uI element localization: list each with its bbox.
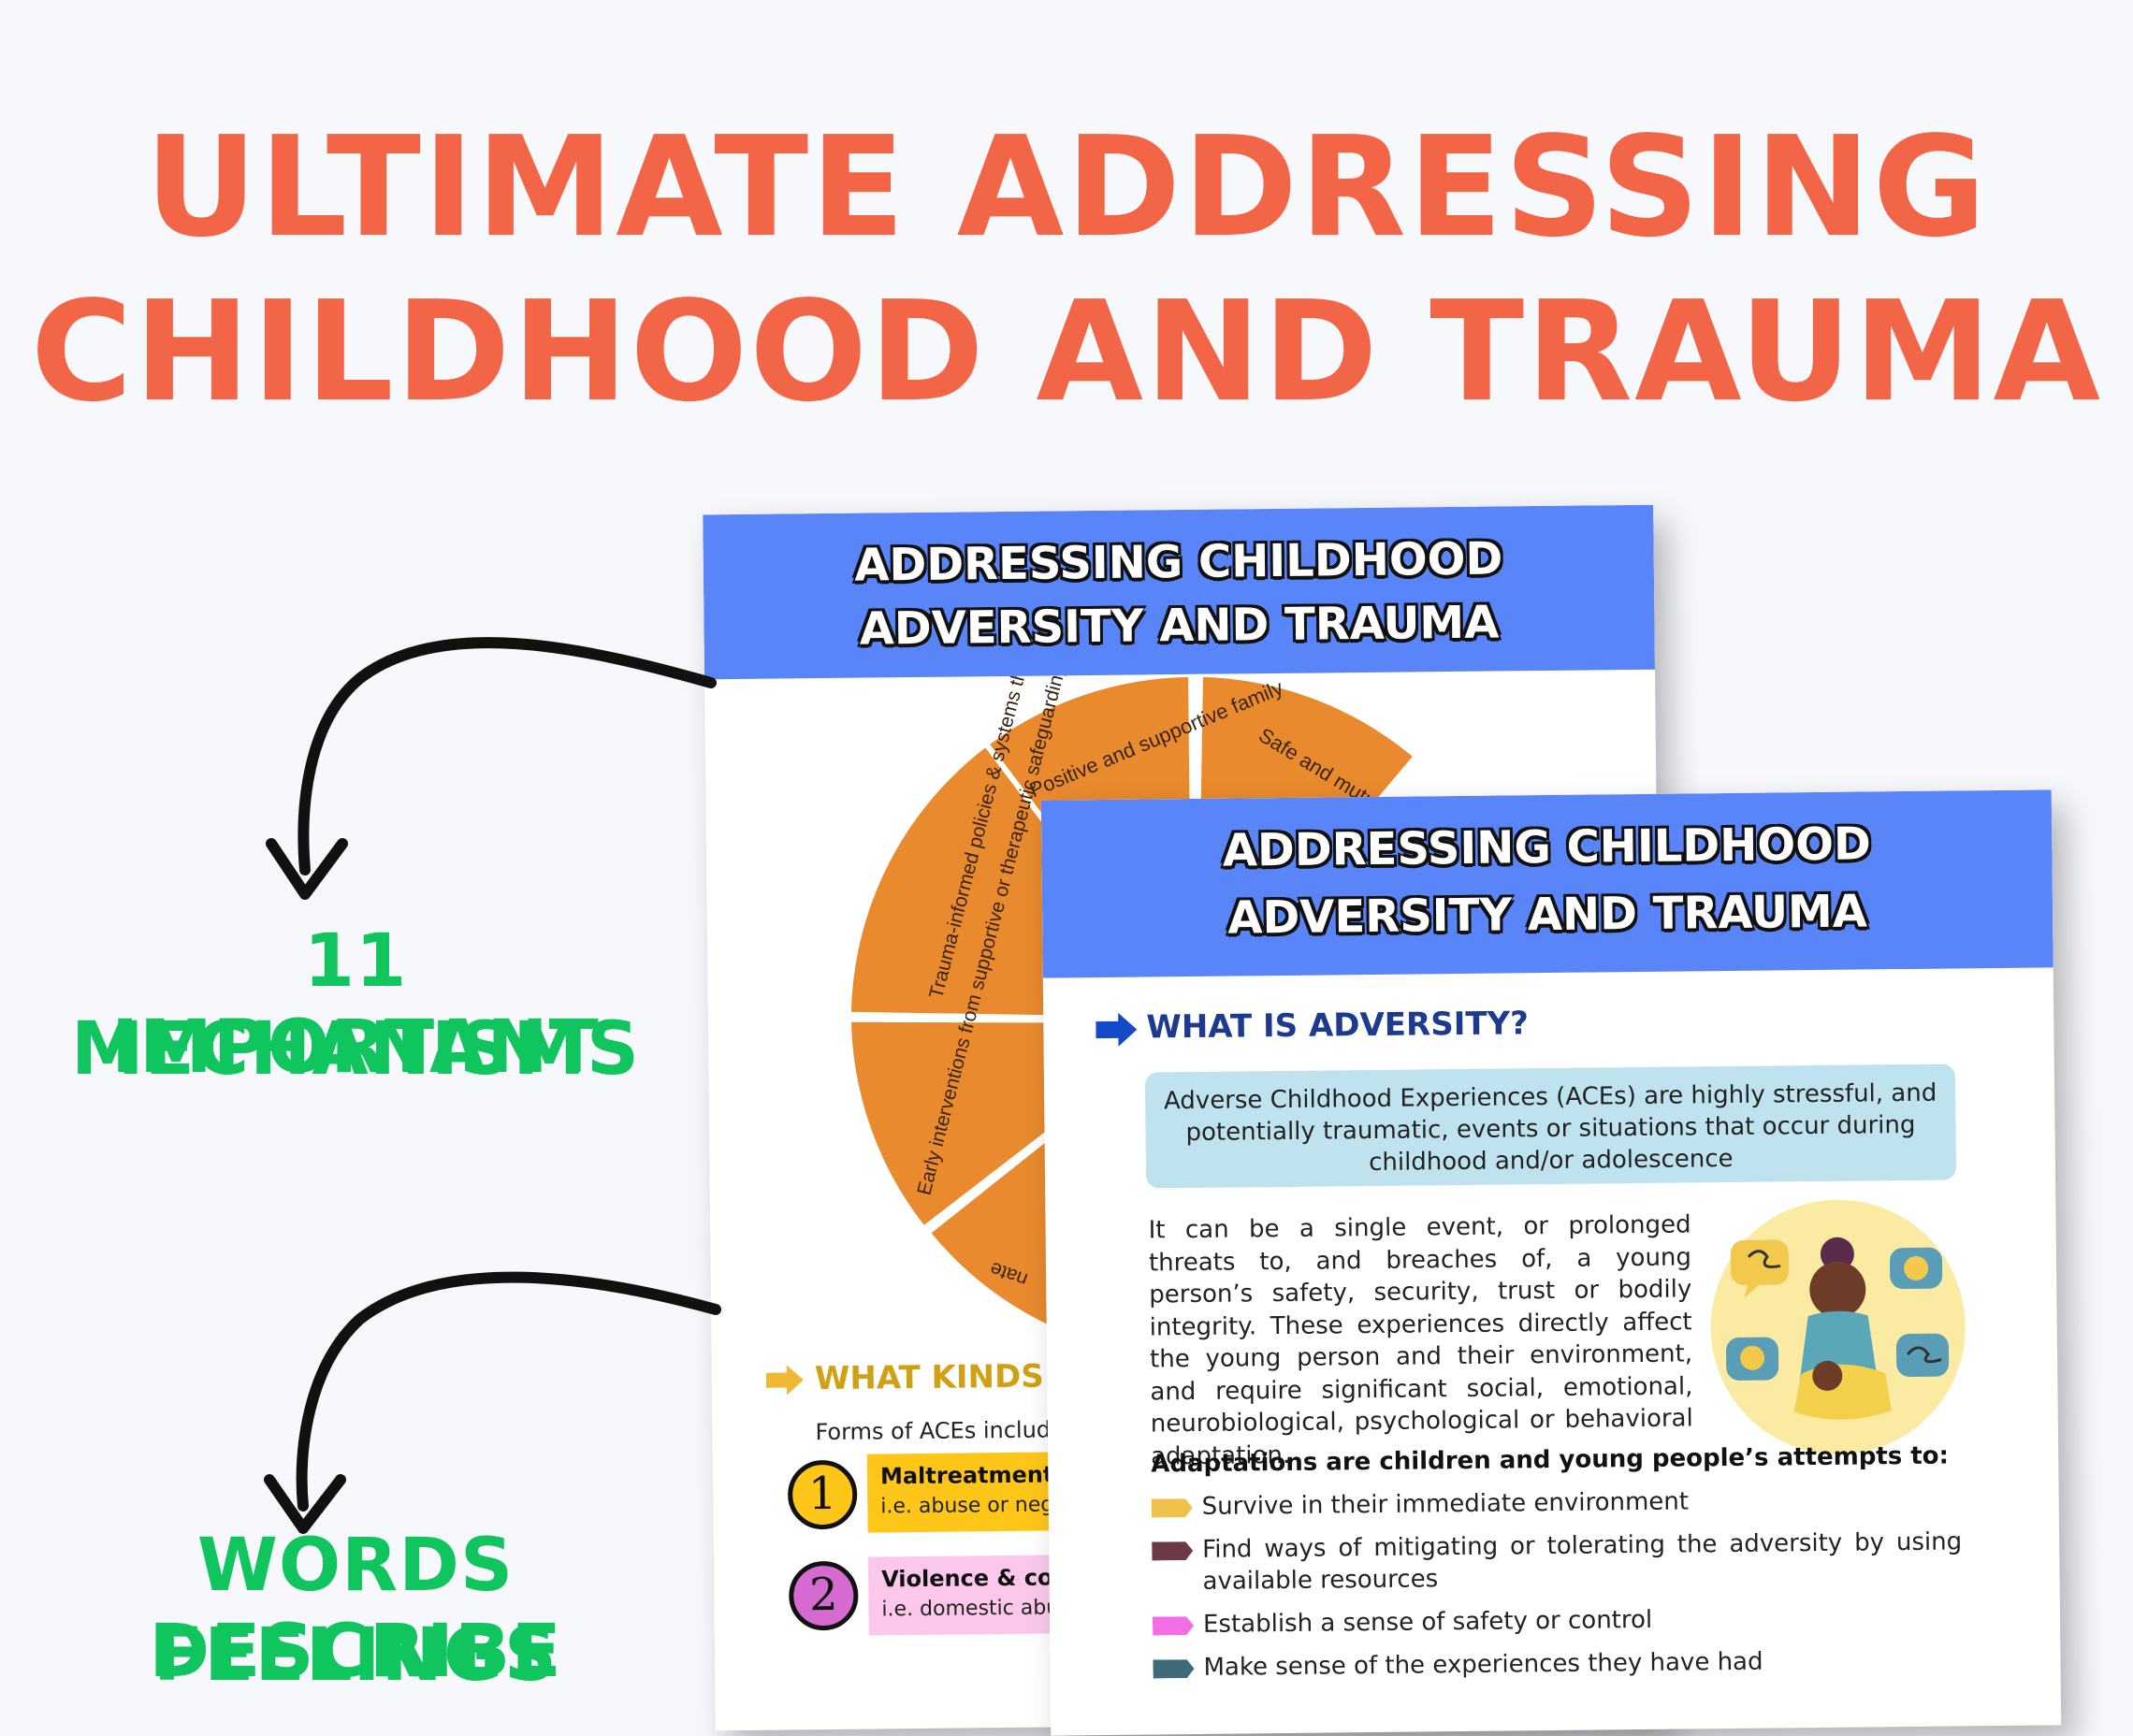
curved-arrow-icon-top [266, 637, 717, 900]
sad-face-bubble-icon [1890, 1247, 1943, 1290]
kinds-arrow-icon [765, 1365, 804, 1396]
child-figure [1793, 1237, 1892, 1420]
crying-face-bubble-icon [1725, 1337, 1779, 1381]
curved-arrow-icon-bottom [264, 1271, 721, 1534]
feelings-label-line-1: WORDS DESCRIBE [149, 1524, 562, 1694]
child-illustration [1710, 1199, 1966, 1454]
mechanisms-label-line-2: MECHANISMS [70, 1007, 641, 1092]
feelings-label-line-2: FEELINGS [152, 1613, 559, 1698]
section-arrow-icon [1096, 1012, 1138, 1047]
front-page-preview: ADDRESSING CHILDHOOD ADVERSITY AND TRAUM… [1040, 789, 2062, 1736]
main-title-line-1: ULTIMATE ADDRESSING [144, 107, 1989, 268]
main-title-line-2: CHILDHOOD AND TRAUMA [30, 271, 2103, 432]
scribble-bubble-icon [1895, 1333, 1950, 1377]
mechanisms-label-line-1: 11 IMPORTANT [111, 919, 600, 1090]
